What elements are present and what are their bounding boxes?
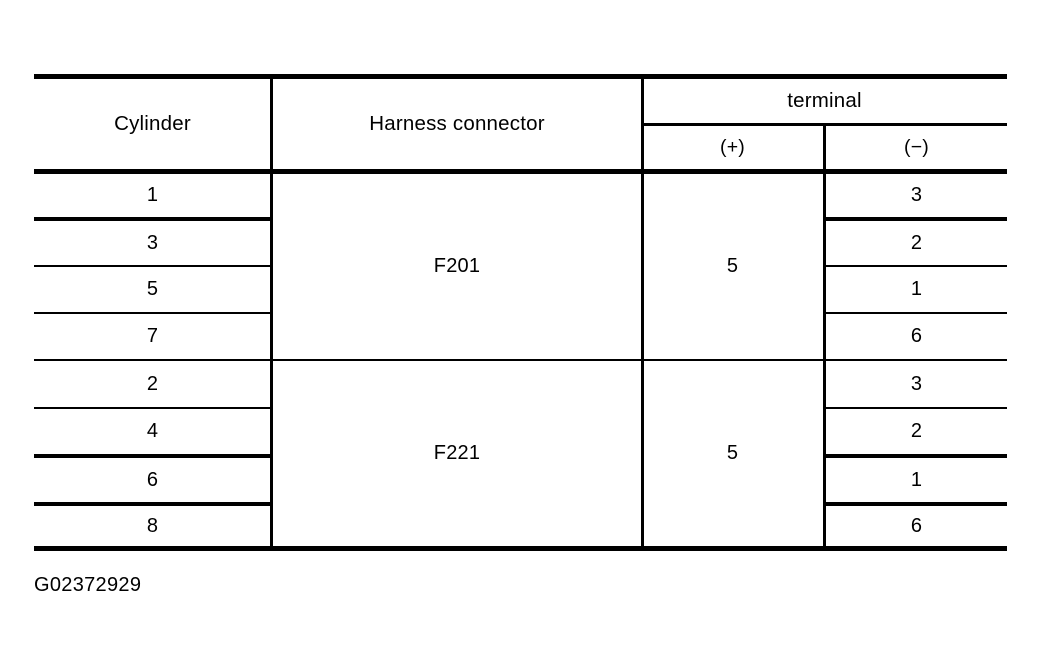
- terminal-minus-row-separator: [824, 407, 1007, 409]
- terminal-minus-value: 1: [910, 468, 923, 491]
- terminal-minus-value: 3: [910, 184, 923, 206]
- cylinder-value: 6: [146, 468, 159, 491]
- terminal-minus-value: 6: [910, 325, 923, 347]
- harness-connector-value: F201: [433, 255, 481, 277]
- terminal-minus-value: 2: [910, 231, 923, 254]
- column-divider-cylinder-harness: [270, 74, 273, 551]
- terminal-plus-value: 5: [726, 442, 739, 464]
- column-divider-harness-terminal: [641, 74, 644, 551]
- header-terminal-plus: (+): [720, 136, 745, 158]
- cylinder-row-separator: [34, 217, 272, 221]
- cylinder-value: 5: [146, 278, 159, 300]
- header-terminal-minus: (−): [904, 136, 929, 158]
- figure-caption: G02372929: [34, 574, 142, 596]
- cylinder-row-separator: [34, 265, 272, 267]
- column-divider-plus-minus: [823, 123, 826, 551]
- terminal-minus-row-separator: [824, 312, 1007, 314]
- group-separator: [34, 359, 1007, 361]
- terminal-minus-row-separator: [824, 265, 1007, 267]
- terminal-minus-value: 1: [910, 278, 923, 300]
- cylinder-value: 2: [146, 372, 159, 395]
- cylinder-row-separator: [34, 502, 272, 506]
- table-top-border: [34, 74, 1007, 79]
- cylinder-value: 3: [146, 231, 159, 254]
- cylinder-row-separator: [34, 312, 272, 314]
- cylinder-row-separator: [34, 407, 272, 409]
- cylinder-value: 7: [146, 325, 159, 347]
- cylinder-value: 1: [146, 184, 159, 206]
- terminal-minus-value: 3: [910, 372, 923, 395]
- terminal-minus-value: 6: [910, 514, 923, 537]
- terminal-plus-value: 5: [726, 255, 739, 277]
- harness-connector-value: F221: [433, 442, 481, 464]
- terminal-minus-value: 2: [910, 420, 923, 442]
- header-bottom-border: [34, 169, 1007, 174]
- terminal-minus-row-separator: [824, 217, 1007, 221]
- header-terminal: terminal: [787, 89, 862, 112]
- cylinder-row-separator: [34, 454, 272, 458]
- cylinder-value: 4: [146, 420, 159, 442]
- header-cylinder: Cylinder: [114, 112, 191, 135]
- cylinder-value: 8: [146, 514, 159, 537]
- table-bottom-border: [34, 546, 1007, 551]
- header-harness-connector: Harness connector: [369, 112, 545, 135]
- terminal-minus-row-separator: [824, 502, 1007, 506]
- terminal-minus-row-separator: [824, 454, 1007, 458]
